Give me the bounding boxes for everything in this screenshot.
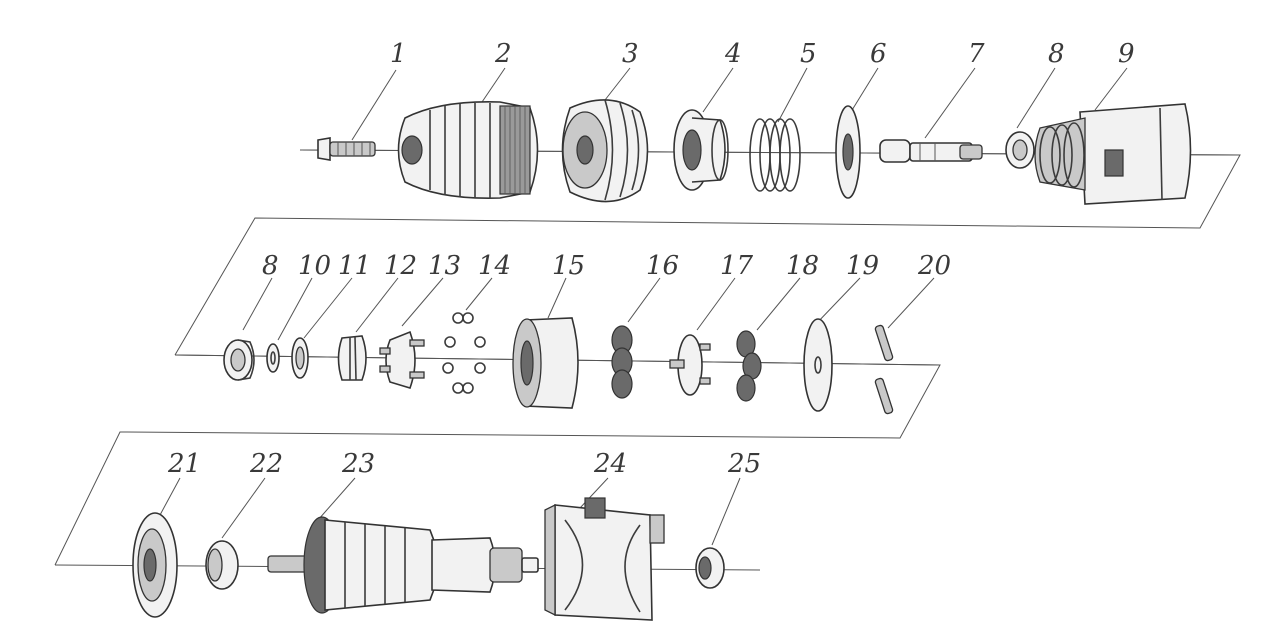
label-part-1: 1 — [390, 39, 407, 69]
label-part-9: 9 — [1118, 39, 1135, 69]
part-3-chuck-collar — [561, 99, 649, 203]
part-16-planet-gears — [611, 325, 633, 399]
part-11-ring — [291, 337, 309, 379]
part-17-planet-carrier — [669, 334, 711, 396]
part-18-planet-gears — [736, 330, 762, 402]
label-part-2: 2 — [494, 39, 512, 69]
label-part-19: 19 — [846, 251, 879, 281]
part-10-washer — [266, 343, 280, 373]
leader-lines — [159, 67, 1128, 546]
label-part-25: 25 — [727, 449, 761, 479]
label-part-23: 23 — [341, 449, 375, 479]
label-part-16: 16 — [646, 251, 679, 281]
label-part-5: 5 — [800, 39, 817, 69]
part-13-planet-carrier — [379, 330, 425, 389]
part-19-washer — [803, 318, 833, 412]
label-part-20: 20 — [917, 251, 951, 281]
label-part-4: 4 — [724, 39, 742, 69]
part-9-gear-housing — [1034, 103, 1192, 205]
label-part-21: 21 — [167, 449, 201, 479]
label-part-15: 15 — [552, 251, 585, 281]
label-part-17: 17 — [720, 251, 754, 281]
label-part-6: 6 — [870, 39, 887, 69]
part-12-clutch-nut — [337, 335, 367, 381]
label-part-8: 8 — [1048, 39, 1065, 69]
label-part-22: 22 — [249, 449, 283, 479]
part-4-bearing-cup — [673, 109, 729, 191]
part-22-bearing — [205, 540, 239, 590]
label-part-18: 18 — [786, 251, 819, 281]
label-part-10: 10 — [298, 251, 331, 281]
part-15-ring-gear — [512, 317, 579, 409]
part-23-armature — [267, 516, 539, 614]
part-20-pins — [874, 324, 894, 415]
part-25-bearing — [695, 547, 725, 589]
part-7-spindle — [879, 139, 983, 163]
part-14-balls — [442, 312, 486, 394]
part-8-bearing — [1005, 131, 1035, 169]
label-part-3: 3 — [622, 39, 639, 69]
label-part-8-middle: 8 — [262, 251, 279, 281]
part-2-chuck — [397, 101, 539, 199]
label-part-13: 13 — [428, 251, 461, 281]
part-labels: 1 2 3 4 5 6 7 8 9 8 10 11 12 13 14 15 16… — [167, 39, 1135, 479]
part-1-screw — [317, 137, 376, 161]
label-part-12: 12 — [384, 251, 417, 281]
part-8-bearing-middle — [223, 339, 255, 381]
part-5-spring — [749, 118, 801, 192]
label-part-14: 14 — [478, 251, 511, 281]
label-part-7: 7 — [968, 39, 985, 69]
part-6-retaining-plate — [835, 105, 861, 199]
part-21-motor-flange — [132, 512, 178, 618]
label-part-24: 24 — [593, 449, 627, 479]
part-24-stator — [544, 497, 665, 621]
label-part-11: 11 — [338, 251, 371, 281]
